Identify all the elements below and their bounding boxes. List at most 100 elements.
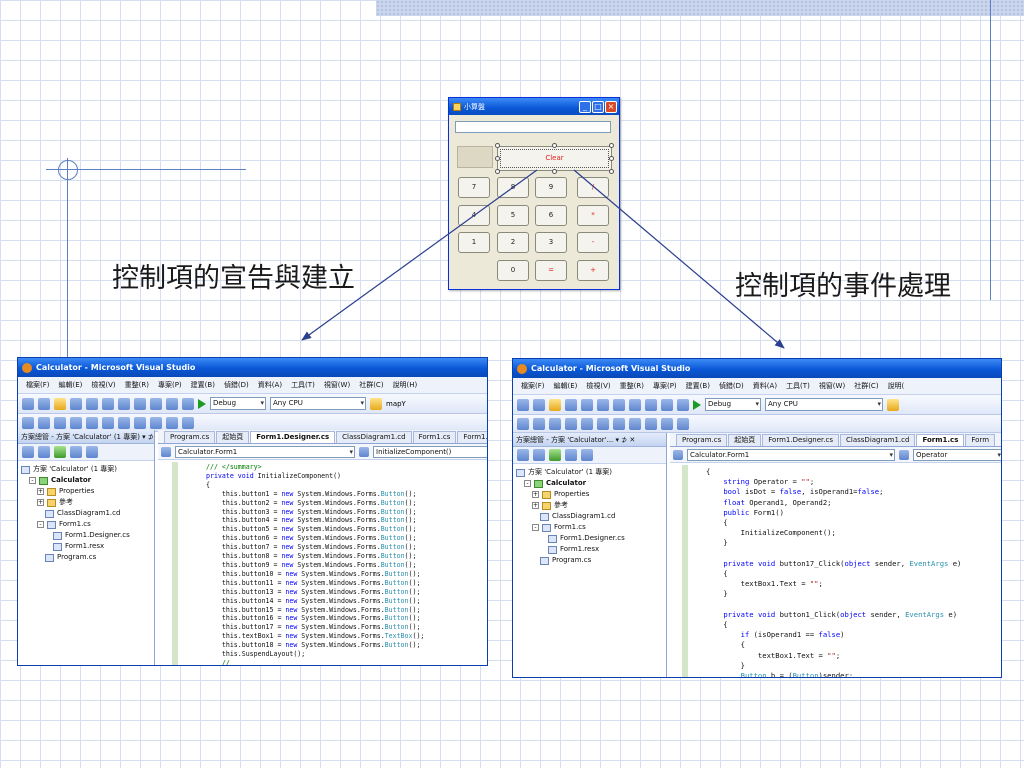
bookmark-icon[interactable] — [182, 416, 194, 429]
digit-6-button[interactable]: 6 — [535, 205, 567, 226]
digit-5-button[interactable]: 5 — [497, 205, 529, 226]
menu-help[interactable]: 說明( — [887, 382, 905, 390]
outdent-icon[interactable] — [86, 416, 98, 429]
divide-button[interactable]: / — [577, 177, 609, 198]
resize-handle[interactable] — [495, 169, 500, 174]
find-icon[interactable] — [370, 397, 382, 410]
view-class-diagram-icon[interactable] — [86, 446, 98, 458]
navigate-icon[interactable] — [677, 398, 689, 411]
menu-edit[interactable]: 編輯(E) — [58, 381, 83, 389]
uncomment-icon[interactable] — [613, 417, 625, 430]
tree-item[interactable]: +Properties — [18, 486, 154, 497]
tree-item[interactable]: 方案 'Calculator' (1 專案) — [513, 467, 666, 478]
menu-file[interactable]: 檔案(F) — [521, 382, 545, 390]
equals-button[interactable]: = — [535, 260, 567, 281]
code-body[interactable]: /// </summary>private void InitializeCom… — [158, 462, 487, 665]
expand-icon[interactable]: + — [37, 499, 44, 506]
menu-help[interactable]: 說明(H) — [392, 381, 418, 389]
paste-icon[interactable] — [134, 397, 146, 410]
uncomment-icon[interactable] — [118, 416, 130, 429]
resize-handle[interactable] — [609, 156, 614, 161]
maximize-button[interactable]: □ — [592, 100, 604, 113]
tree-item[interactable]: 方案 'Calculator' (1 專案) — [18, 464, 154, 475]
menu-tools[interactable]: 工具(T) — [291, 381, 315, 389]
close-button[interactable]: × — [605, 100, 617, 113]
menu-build[interactable]: 建置(B) — [685, 382, 710, 390]
save-icon[interactable] — [70, 397, 82, 410]
menu-debug[interactable]: 偵錯(D) — [718, 382, 744, 390]
bookmark-icon[interactable] — [677, 417, 689, 430]
tree-item[interactable]: -Form1.cs — [18, 519, 154, 530]
refresh-icon[interactable] — [54, 446, 66, 458]
menu-data[interactable]: 資料(A) — [752, 382, 778, 390]
menu-project[interactable]: 專案(P) — [652, 382, 677, 390]
show-all-files-icon[interactable] — [38, 446, 50, 458]
tree-item[interactable]: +Properties — [513, 489, 666, 500]
collapse-icon[interactable]: - — [532, 524, 539, 531]
member-dropdown[interactable]: InitializeComponent() — [373, 445, 487, 458]
digit-3-button[interactable]: 3 — [535, 232, 567, 253]
show-all-files-icon[interactable] — [533, 449, 545, 461]
toolbar-icon[interactable] — [533, 417, 545, 430]
copy-icon[interactable] — [613, 398, 625, 411]
tree-item[interactable]: Form1.Designer.cs — [513, 533, 666, 544]
resize-handle[interactable] — [552, 169, 557, 174]
tree-item[interactable]: Form1.Designer.cs — [18, 530, 154, 541]
cut-icon[interactable] — [597, 398, 609, 411]
toolbar-icon[interactable] — [517, 417, 529, 430]
expand-icon[interactable]: + — [37, 488, 44, 495]
tree-item[interactable]: Program.cs — [513, 555, 666, 566]
document-tab[interactable]: Form1.cs [設計] — [457, 431, 487, 443]
document-tab[interactable]: Form1.Designer.cs — [762, 434, 840, 446]
menu-refactor[interactable]: 重整(R) — [619, 382, 644, 390]
config-select[interactable]: Debug — [705, 398, 761, 411]
document-tab[interactable]: Form1.cs — [916, 434, 965, 446]
resize-handle[interactable] — [495, 156, 500, 161]
document-tab[interactable]: 起始頁 — [216, 431, 250, 443]
menu-view[interactable]: 檢視(V) — [91, 381, 116, 389]
document-tab[interactable]: Form — [965, 434, 996, 446]
menu-window[interactable]: 視窗(W) — [323, 381, 351, 389]
view-code-icon[interactable] — [70, 446, 82, 458]
indent-icon[interactable] — [565, 417, 577, 430]
document-tab[interactable]: Form1.cs — [412, 431, 457, 443]
type-dropdown[interactable]: Calculator.Form1 — [687, 448, 895, 461]
menu-refactor[interactable]: 重整(R) — [124, 381, 149, 389]
expand-icon[interactable]: + — [532, 491, 539, 498]
new-project-icon[interactable] — [22, 397, 34, 410]
menu-tools[interactable]: 工具(T) — [786, 382, 810, 390]
menu-community[interactable]: 社群(C) — [359, 381, 384, 389]
indent-icon[interactable] — [70, 416, 82, 429]
bookmark-icon[interactable] — [134, 416, 146, 429]
tree-item[interactable]: +參考 — [18, 497, 154, 508]
save-all-icon[interactable] — [86, 397, 98, 410]
cut-icon[interactable] — [102, 397, 114, 410]
navigate-icon[interactable] — [182, 397, 194, 410]
open-folder-icon[interactable] — [54, 397, 66, 410]
digit-7-button[interactable]: 7 — [458, 177, 490, 198]
minimize-button[interactable]: _ — [579, 100, 591, 113]
tree-item[interactable]: ClassDiagram1.cd — [18, 508, 154, 519]
tree-item[interactable]: Form1.resx — [513, 544, 666, 555]
digit-9-button[interactable]: 9 — [535, 177, 567, 198]
menu-community[interactable]: 社群(C) — [854, 382, 879, 390]
collapse-icon[interactable]: - — [29, 477, 36, 484]
find-icon[interactable] — [887, 398, 899, 411]
tree-item[interactable]: -Calculator — [18, 475, 154, 486]
digit-4-button[interactable]: 4 — [458, 205, 490, 226]
digit-2-button[interactable]: 2 — [497, 232, 529, 253]
save-all-icon[interactable] — [581, 398, 593, 411]
document-tab[interactable]: Program.cs — [164, 431, 216, 443]
add-button[interactable]: + — [577, 260, 609, 281]
bookmark-icon[interactable] — [150, 416, 162, 429]
comment-icon[interactable] — [102, 416, 114, 429]
bookmark-icon[interactable] — [645, 417, 657, 430]
config-select[interactable]: Debug — [210, 397, 266, 410]
refresh-icon[interactable] — [549, 449, 561, 461]
bookmark-icon[interactable] — [629, 417, 641, 430]
tree-item[interactable]: -Calculator — [513, 478, 666, 489]
comment-icon[interactable] — [597, 417, 609, 430]
resize-handle[interactable] — [609, 169, 614, 174]
bookmark-icon[interactable] — [166, 416, 178, 429]
menu-edit[interactable]: 編輯(E) — [553, 382, 578, 390]
